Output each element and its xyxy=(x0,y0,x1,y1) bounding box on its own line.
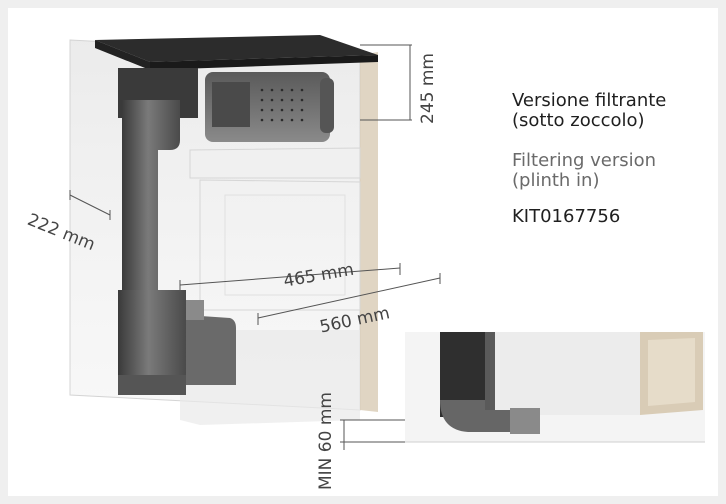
cooktop xyxy=(95,35,378,70)
dim-plinth-min-label: MIN 60 mm xyxy=(316,392,336,490)
dimension-lines xyxy=(69,44,441,325)
dim-height-label: 245 mm xyxy=(418,53,438,124)
version-en-line1: Filtering version xyxy=(512,150,657,171)
vertical-duct xyxy=(118,100,236,395)
version-it-line1: Versione filtrante xyxy=(512,90,667,111)
version-en-line2: (plinth in) xyxy=(512,170,600,191)
kit-code: KIT0167756 xyxy=(512,206,621,227)
plinth-detail xyxy=(340,332,705,450)
version-it-line2: (sotto zoccolo) xyxy=(512,110,645,131)
